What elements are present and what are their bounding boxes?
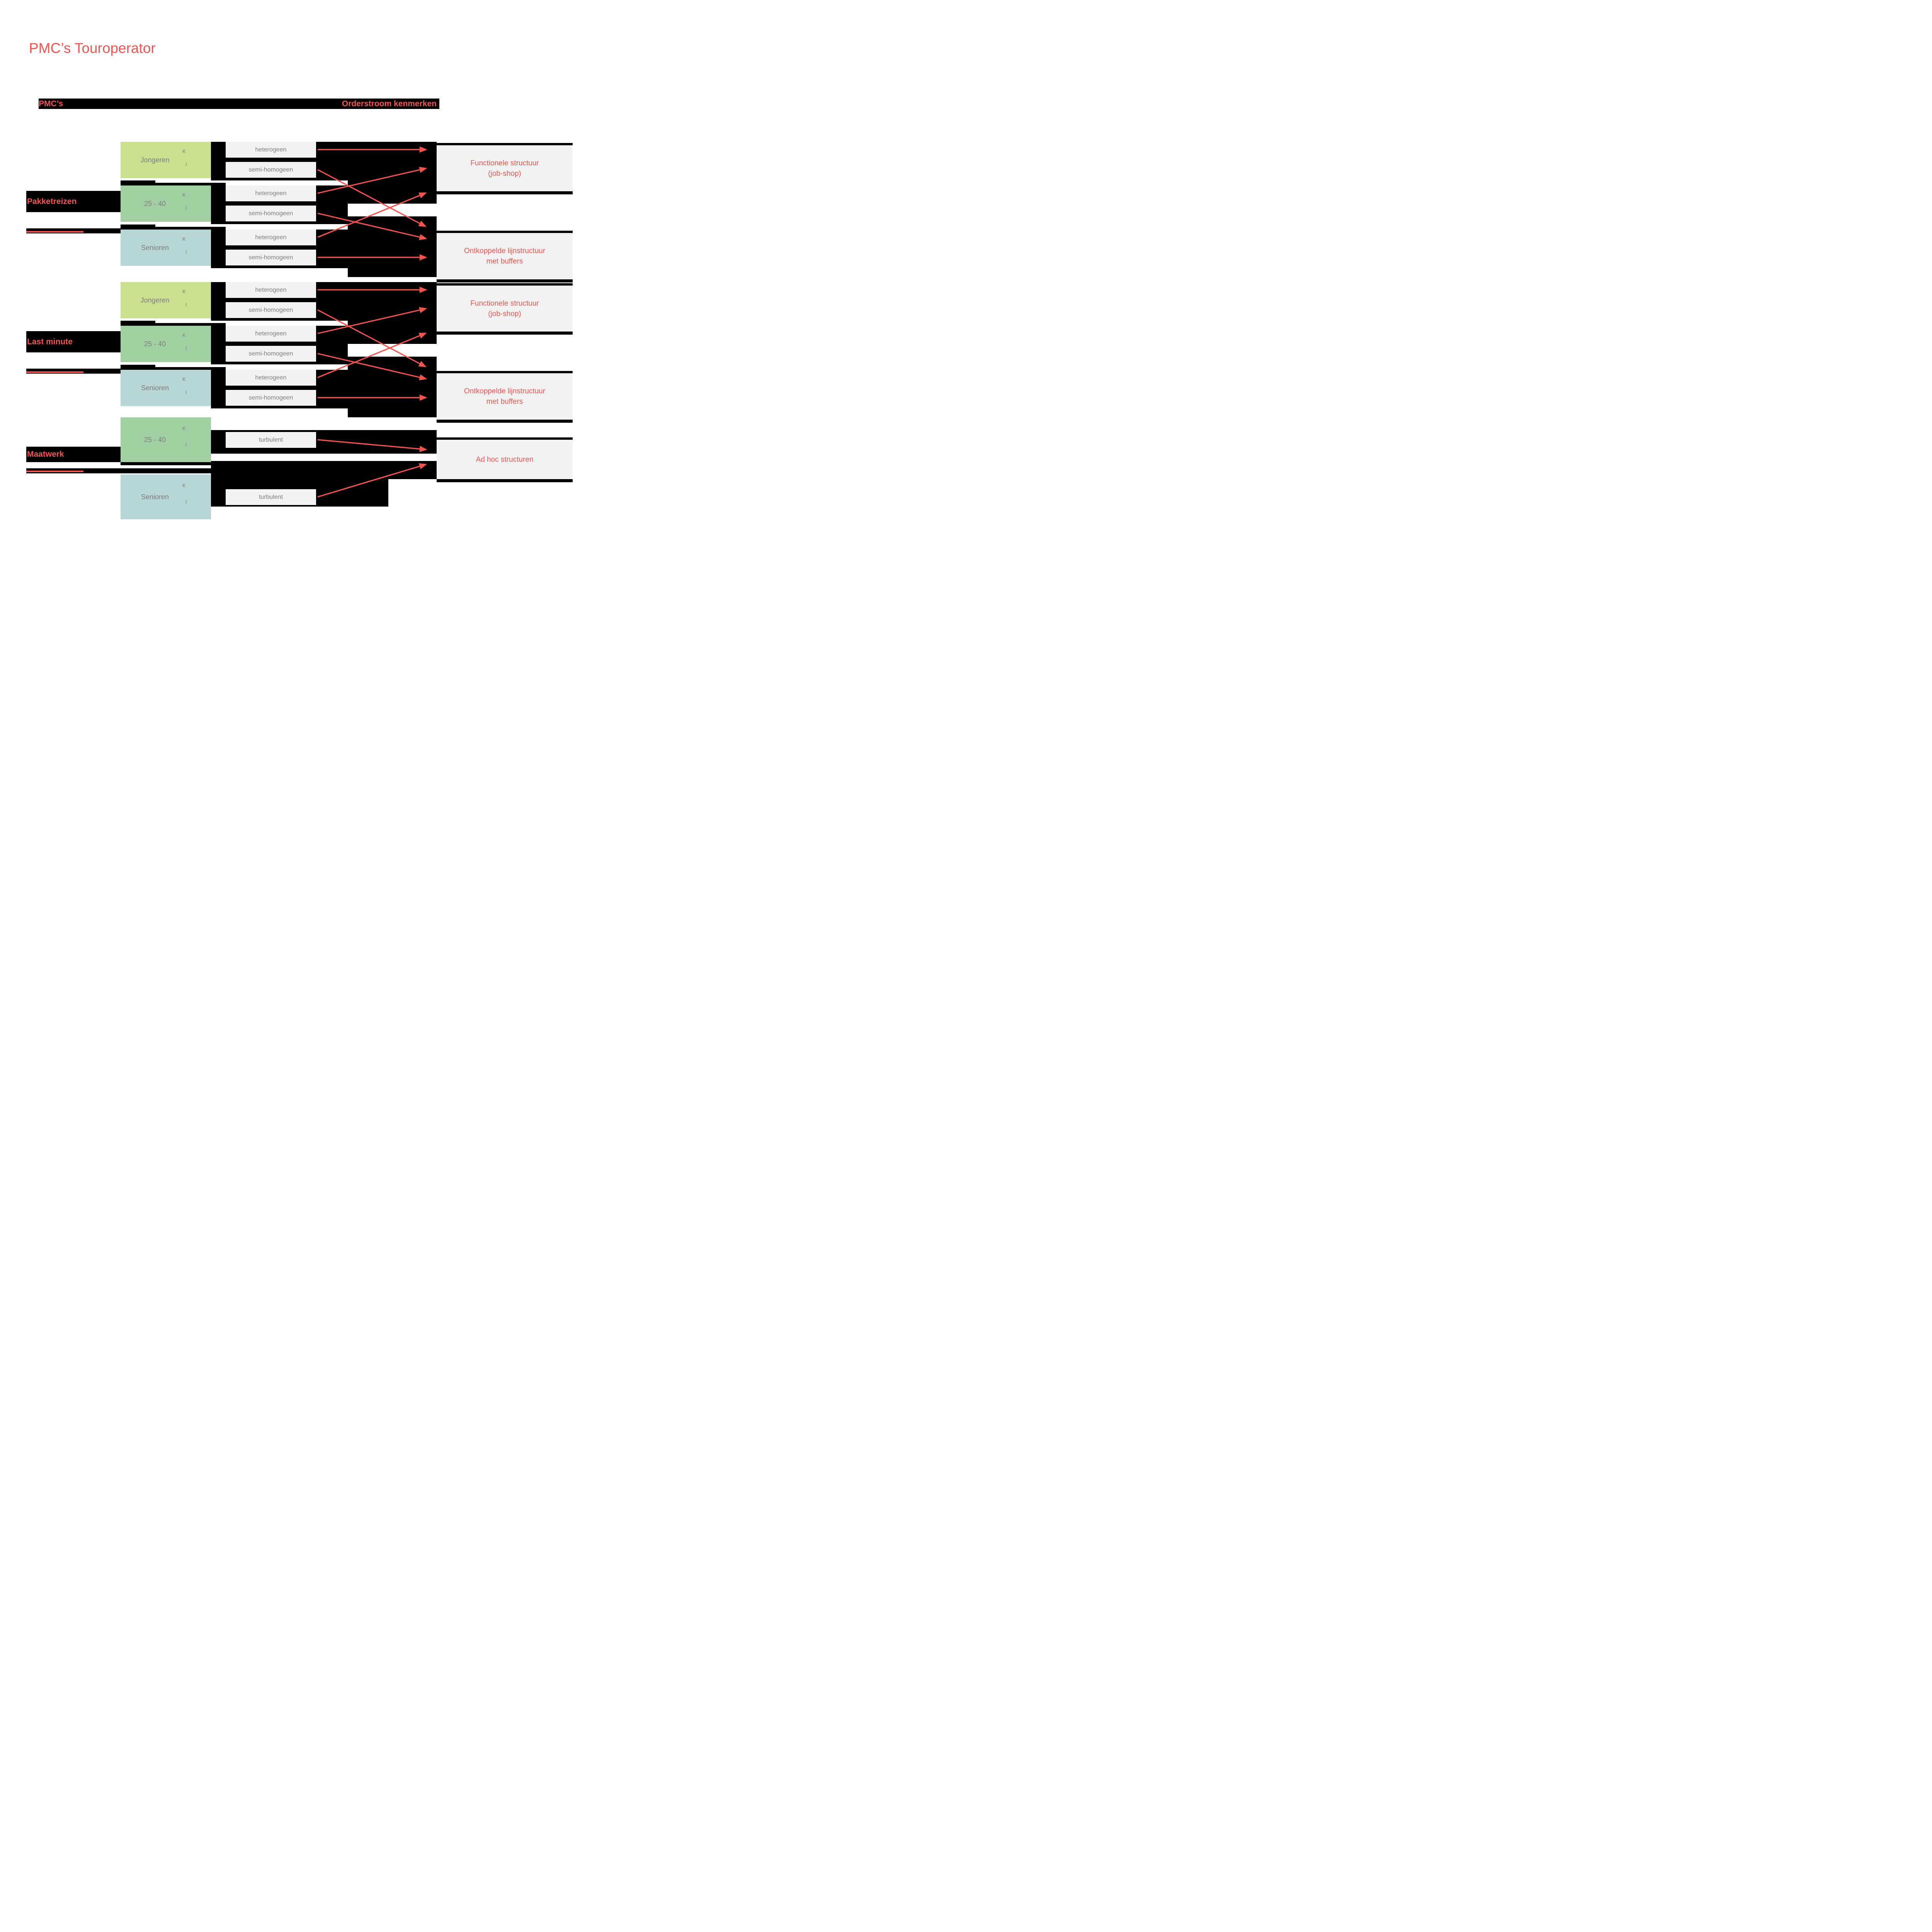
outcome-label-line: Ontkoppelde lijnstructuur <box>464 387 546 395</box>
outcome-label-line: (job-shop) <box>488 310 521 318</box>
flow-arrow <box>317 463 427 498</box>
characteristic-box-heterogeen: heterogeen <box>226 185 316 201</box>
segment-k-label: K <box>182 483 186 488</box>
segment-box-25-40 <box>121 185 211 222</box>
outcome-box-ontkoppelde: Ontkoppelde lijnstructuur met buffers <box>437 371 573 423</box>
outcome-label-line: (job-shop) <box>488 169 521 178</box>
column-header-orderstroom: Orderstroom kenmerken <box>342 99 437 108</box>
characteristic-box-heterogeen: heterogeen <box>226 142 316 158</box>
characteristic-box-semi-homogeen: semi-homogeen <box>226 346 316 362</box>
outcome-box-ontkoppelde: Ontkoppelde lijnstructuur met buffers <box>437 231 573 282</box>
outcome-label-line: met buffers <box>486 398 523 406</box>
segment-box-Senioren <box>121 474 211 519</box>
group-underline <box>26 231 83 233</box>
outcome-box-adhoc: Ad hoc structuren <box>437 437 573 482</box>
characteristic-box-heterogeen: heterogeen <box>226 230 316 245</box>
segment-label: Senioren <box>141 493 169 501</box>
outcome-label-line: Functionele structuur <box>470 159 539 167</box>
characteristic-box-semi-homogeen: semi-homogeen <box>226 206 316 221</box>
characteristic-box-turbulent: turbulent <box>226 489 316 505</box>
segment-k-label: K <box>182 148 186 154</box>
segment-k-label: K <box>182 332 186 338</box>
segment-box-Jongeren <box>121 282 211 318</box>
segment-label: Senioren <box>141 384 169 392</box>
segment-box-Senioren <box>121 230 211 266</box>
flow-arrow <box>317 213 427 240</box>
group-label-bar <box>26 331 121 352</box>
page-title: PMC’s Touroperator <box>29 40 156 56</box>
outcome-box-functionele: Functionele structuur (job-shop) <box>437 143 573 194</box>
segment-i-label: I <box>185 389 187 395</box>
segment-label: Jongeren <box>140 296 170 304</box>
segment-i-label: I <box>185 249 187 255</box>
flow-arrow <box>317 333 427 378</box>
flow-arrow <box>317 307 427 334</box>
segment-box-Senioren <box>121 370 211 406</box>
segment-label: 25 - 40 <box>144 340 166 348</box>
column-header-bar <box>39 99 439 109</box>
flow-arrow <box>317 309 427 367</box>
segment-k-label: K <box>182 376 186 382</box>
group-label: Maatwerk <box>27 450 64 459</box>
connector-strip <box>121 323 226 326</box>
connector-filler <box>121 224 155 230</box>
characteristic-box-semi-homogeen: semi-homogeen <box>226 302 316 318</box>
segment-label: Senioren <box>141 243 169 252</box>
outcome-label-line: met buffers <box>486 257 523 265</box>
characteristic-box-turbulent: turbulent <box>226 432 316 448</box>
segment-k-label: K <box>182 425 186 431</box>
characteristic-box-semi-homogeen: semi-homogeen <box>226 390 316 406</box>
column-header-pmcs: PMC’s <box>39 99 63 108</box>
segment-box-Jongeren <box>121 142 211 178</box>
segment-i-label: I <box>185 499 187 505</box>
characteristic-box-heterogeen: heterogeen <box>226 370 316 386</box>
group-underline <box>26 471 83 472</box>
group-underline-bar <box>26 468 398 473</box>
segment-box-25-40 <box>121 326 211 362</box>
segment-label: 25 - 40 <box>144 435 166 444</box>
characteristic-box-semi-homogeen: semi-homogeen <box>226 162 316 178</box>
segment-i-label: I <box>185 302 187 308</box>
segment-box-25-40 <box>121 417 211 462</box>
segment-i-label: I <box>185 442 187 447</box>
connector-filler <box>121 365 155 370</box>
outcome-label-line: Ontkoppelde lijnstructuur <box>464 247 546 255</box>
flow-arrow <box>317 353 427 381</box>
flow-arrow <box>317 169 427 227</box>
characteristic-box-heterogeen: heterogeen <box>226 282 316 298</box>
connector-strip <box>121 183 226 185</box>
segment-k-label: K <box>182 289 186 294</box>
group-label-bar <box>26 191 121 212</box>
outcome-label-line: Ad hoc structuren <box>476 455 534 464</box>
connector-strip <box>121 367 226 370</box>
segment-label: 25 - 40 <box>144 199 166 207</box>
flow-arrow <box>317 192 427 238</box>
characteristic-box-semi-homogeen: semi-homogeen <box>226 250 316 265</box>
connector-filler <box>121 321 155 326</box>
connector-strip <box>121 462 316 465</box>
characteristic-box-heterogeen: heterogeen <box>226 326 316 342</box>
flow-arrow <box>317 439 427 452</box>
connector-filler <box>121 180 155 185</box>
connector-strip <box>121 227 226 230</box>
outcome-box-functionele: Functionele structuur (job-shop) <box>437 283 573 335</box>
segment-i-label: I <box>185 205 187 211</box>
flow-arrow <box>317 167 427 194</box>
group-label-bar <box>26 447 121 462</box>
segment-k-label: K <box>182 192 186 198</box>
outcome-label-line: Functionele structuur <box>470 299 539 308</box>
diagram-canvas: PMC’s Touroperator PMC’s Orderstroom ken… <box>0 0 597 540</box>
group-label: Last minute <box>27 337 73 346</box>
group-label: Pakketreizen <box>27 197 77 206</box>
group-underline <box>26 371 83 373</box>
segment-i-label: I <box>185 345 187 351</box>
segment-label: Jongeren <box>140 156 170 164</box>
segment-k-label: K <box>182 236 186 242</box>
segment-i-label: I <box>185 162 187 167</box>
